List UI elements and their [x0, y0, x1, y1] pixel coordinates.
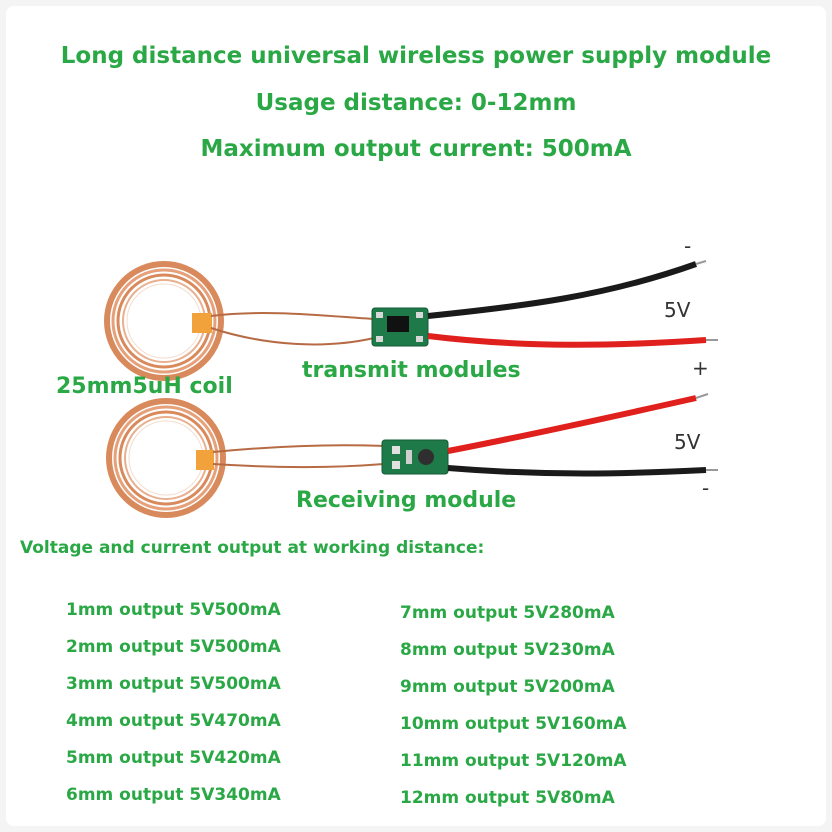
rx-black-wire	[447, 465, 707, 477]
transmit-label: transmit modules	[302, 358, 521, 383]
rx-voltage-label: 5V	[674, 430, 701, 454]
transmit-board-icon	[371, 307, 429, 347]
tx-plus-label: +	[692, 356, 709, 380]
coil-label: 25mm5uH coil	[56, 374, 233, 399]
tx-black-wire	[427, 261, 698, 319]
tx-voltage-label: 5V	[664, 298, 691, 322]
list-item: 6mm output 5V340mA	[66, 785, 281, 805]
receive-label: Receiving module	[296, 488, 517, 513]
receive-board-icon	[381, 439, 449, 475]
spec-list-right: 7mm output 5V280mA 8mm output 5V230mA 9m…	[400, 602, 627, 824]
product-illustration	[104, 260, 718, 518]
list-item: 12mm output 5V80mA	[400, 788, 615, 808]
title-line-3: Maximum output current: 500mA	[200, 136, 632, 162]
list-item: 9mm output 5V200mA	[400, 677, 615, 697]
product-image-canvas: Long distance universal wireless power s…	[6, 6, 826, 826]
spec-heading: Voltage and current output at working di…	[20, 538, 485, 558]
list-item: 5mm output 5V420mA	[66, 748, 281, 768]
list-item: 2mm output 5V500mA	[66, 637, 281, 657]
list-item: 4mm output 5V470mA	[66, 711, 281, 731]
tape-icon	[196, 450, 214, 470]
tx-red-wire	[427, 333, 707, 348]
tape-icon	[192, 313, 212, 333]
rx-minus-label: -	[702, 476, 710, 500]
tx-minus-label: -	[684, 234, 692, 258]
title-line-1: Long distance universal wireless power s…	[60, 43, 772, 69]
list-item: 11mm output 5V120mA	[400, 751, 627, 771]
list-item: 1mm output 5V500mA	[66, 600, 281, 620]
list-item: 7mm output 5V280mA	[400, 603, 615, 623]
spec-list-left: 1mm output 5V500mA 2mm output 5V500mA 3m…	[66, 599, 281, 821]
list-item: 10mm output 5V160mA	[400, 714, 627, 734]
rx-red-wire	[447, 395, 697, 454]
list-item: 8mm output 5V230mA	[400, 640, 615, 660]
list-item: 3mm output 5V500mA	[66, 674, 281, 694]
title-line-2: Usage distance: 0-12mm	[255, 90, 577, 116]
